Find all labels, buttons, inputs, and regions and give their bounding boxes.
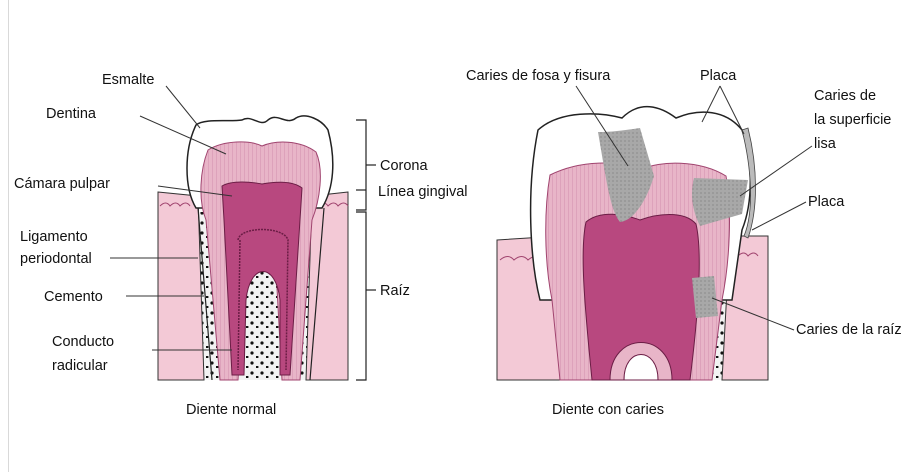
- label-cemento: Cemento: [44, 289, 103, 305]
- label-corona: Corona: [380, 158, 428, 174]
- caption-diente-caries: Diente con caries: [552, 402, 664, 418]
- caries-tooth: [497, 107, 768, 380]
- normal-tooth: [158, 116, 348, 380]
- label-ligamento-1: Ligamento: [20, 229, 88, 245]
- label-esmalte: Esmalte: [102, 72, 154, 88]
- label-raiz: Raíz: [380, 283, 410, 299]
- caption-diente-normal: Diente normal: [186, 402, 276, 418]
- label-lisa-1: Caries de: [814, 88, 876, 104]
- label-lisa-3: lisa: [814, 136, 837, 152]
- label-placa-right: Placa: [808, 194, 845, 210]
- normal-brackets: [356, 120, 376, 380]
- label-caries-fosa: Caries de fosa y fisura: [466, 68, 611, 84]
- label-conducto-2: radicular: [52, 358, 108, 374]
- label-lisa-2: la superficie: [814, 112, 891, 128]
- label-caries-raiz: Caries de la raíz: [796, 322, 902, 338]
- label-ligamento-2: periodontal: [20, 251, 92, 267]
- label-conducto-1: Conducto: [52, 334, 114, 350]
- label-dentina: Dentina: [46, 106, 97, 122]
- label-camara-pulpar: Cámara pulpar: [14, 176, 110, 192]
- caries-root: [692, 276, 718, 318]
- label-placa-top: Placa: [700, 68, 737, 84]
- label-linea-gingival: Línea gingival: [378, 184, 468, 200]
